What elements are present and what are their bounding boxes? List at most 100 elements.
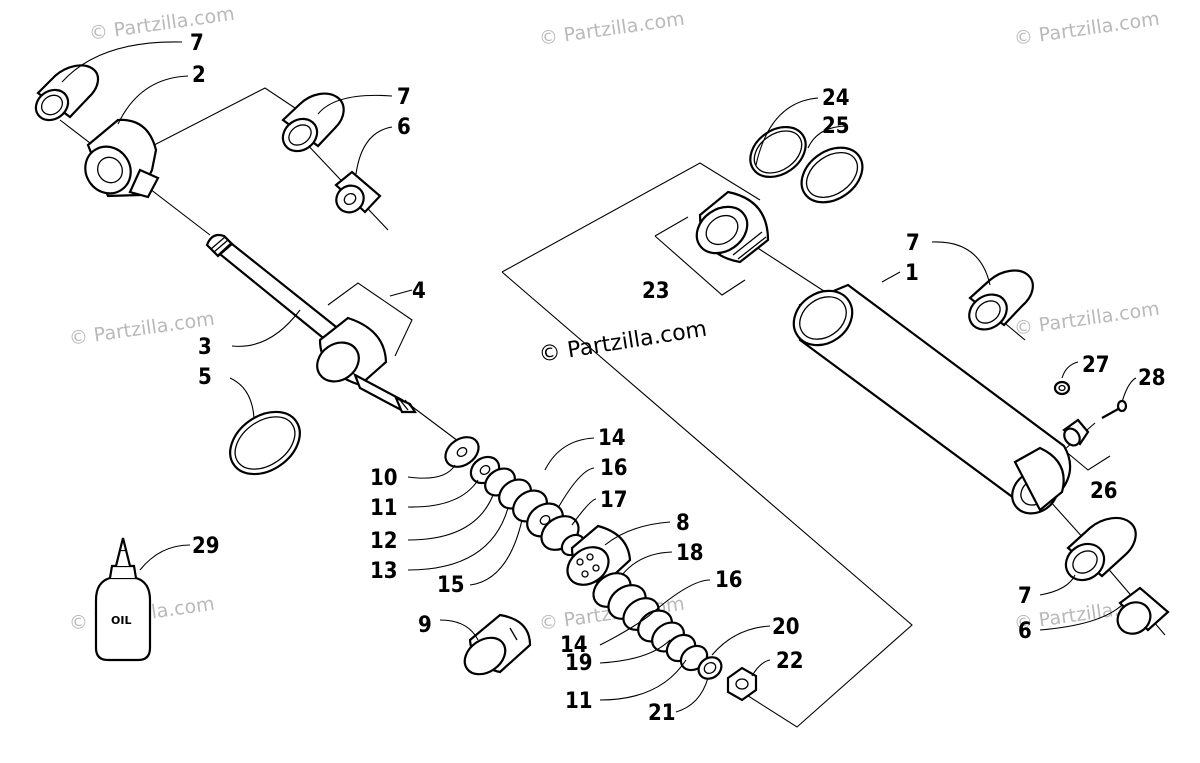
leader-24 bbox=[755, 97, 819, 166]
leader-10 bbox=[407, 464, 456, 479]
sleeve-6-bottom bbox=[1116, 586, 1170, 635]
leader-7d bbox=[1039, 574, 1076, 596]
leader-28 bbox=[1121, 377, 1137, 403]
callout-23: 23 bbox=[642, 279, 670, 304]
eyelet-2 bbox=[84, 118, 160, 199]
callout-7: 7 bbox=[190, 31, 204, 56]
watermark: © Partzilla.com bbox=[68, 308, 216, 350]
leader-22 bbox=[751, 659, 771, 677]
callout-9: 9 bbox=[418, 613, 432, 638]
shaft-guide-4 bbox=[316, 316, 417, 414]
leader-20 bbox=[711, 625, 771, 656]
leader-15 bbox=[469, 519, 523, 586]
bushing-7-body-bottom bbox=[1064, 516, 1137, 582]
callout-24: 24 bbox=[822, 86, 850, 111]
callout-7: 7 bbox=[397, 85, 411, 110]
nut-22 bbox=[726, 666, 758, 702]
leader-1 bbox=[881, 271, 901, 283]
leader-9 bbox=[439, 619, 479, 641]
leader-19 bbox=[599, 639, 671, 664]
callout-28: 28 bbox=[1138, 366, 1166, 391]
callout-14: 14 bbox=[598, 426, 626, 451]
callout-3: 3 bbox=[198, 335, 212, 360]
callout-25: 25 bbox=[822, 114, 850, 139]
leader-7c bbox=[931, 241, 991, 286]
bracket-body-bottom bbox=[501, 271, 913, 728]
leader-5 bbox=[229, 377, 255, 419]
bushing-7-top-left bbox=[34, 64, 100, 122]
callout-11: 11 bbox=[565, 689, 593, 714]
callout-4: 4 bbox=[412, 279, 426, 304]
leader-17 bbox=[571, 498, 597, 526]
leader-11a bbox=[407, 479, 479, 508]
callout-12: 12 bbox=[370, 529, 398, 554]
leader-27 bbox=[1061, 361, 1079, 379]
leader-13 bbox=[407, 507, 509, 571]
bracket-26b bbox=[1063, 449, 1111, 471]
callout-16: 16 bbox=[600, 456, 628, 481]
watermark: © Partzilla.com bbox=[1013, 8, 1161, 50]
callout-22: 22 bbox=[776, 649, 804, 674]
callout-7: 7 bbox=[906, 231, 920, 256]
callout-17: 17 bbox=[600, 488, 628, 513]
leader-11b bbox=[599, 659, 687, 701]
callout-14: 14 bbox=[560, 633, 588, 658]
leader-7a bbox=[61, 41, 183, 83]
o-ring-5 bbox=[229, 410, 301, 476]
bracket-23a bbox=[654, 216, 689, 237]
callout-6: 6 bbox=[397, 115, 411, 140]
callout-16: 16 bbox=[715, 568, 743, 593]
valve-stack bbox=[444, 436, 723, 680]
oil-bottle-label: OIL bbox=[111, 614, 131, 627]
callout-26: 26 bbox=[1090, 479, 1118, 504]
band-9 bbox=[463, 613, 532, 676]
screw-28 bbox=[1101, 399, 1128, 419]
callout-27: 27 bbox=[1082, 353, 1110, 378]
leader-6b bbox=[1039, 604, 1123, 631]
ring-25 bbox=[800, 146, 864, 204]
leader-29 bbox=[139, 544, 191, 571]
callout-2: 2 bbox=[192, 63, 206, 88]
leader-14a bbox=[544, 437, 595, 471]
callout-15: 15 bbox=[437, 573, 465, 598]
seal-head-23 bbox=[695, 190, 770, 264]
oil-bottle-29 bbox=[94, 537, 152, 662]
callout-13: 13 bbox=[370, 559, 398, 584]
callout-20: 20 bbox=[772, 615, 800, 640]
leader-2 bbox=[117, 75, 189, 125]
callout-6: 6 bbox=[1018, 619, 1032, 644]
watermark: © Partzilla.com bbox=[538, 8, 686, 50]
leader-4 bbox=[389, 289, 413, 297]
leader-25 bbox=[807, 125, 849, 149]
valve-26 bbox=[1062, 418, 1090, 447]
leader-7b bbox=[317, 94, 393, 115]
watermark: © Partzilla.com bbox=[1013, 298, 1161, 340]
leader-14b bbox=[599, 614, 651, 646]
callout-29: 29 bbox=[192, 534, 220, 559]
bracket-4 bbox=[327, 282, 413, 357]
callout-5: 5 bbox=[198, 365, 212, 390]
callout-1: 1 bbox=[905, 261, 919, 286]
bracket-23b bbox=[654, 235, 746, 296]
leader-16a bbox=[557, 467, 595, 509]
leader-18 bbox=[621, 551, 673, 576]
callout-11: 11 bbox=[370, 496, 398, 521]
leader-21 bbox=[675, 677, 709, 713]
callout-18: 18 bbox=[676, 541, 704, 566]
bracket-body-top bbox=[501, 162, 761, 273]
callout-21: 21 bbox=[648, 701, 676, 726]
watermark: © Partzilla.com bbox=[88, 3, 236, 45]
leader-16b bbox=[649, 579, 711, 616]
o-ring-27 bbox=[1053, 380, 1071, 396]
callout-8: 8 bbox=[676, 511, 690, 536]
leader-8 bbox=[604, 521, 671, 546]
leader-6a bbox=[355, 126, 393, 175]
bushing-7-body-top bbox=[968, 269, 1034, 331]
leader-12 bbox=[407, 494, 494, 541]
callout-19: 19 bbox=[565, 651, 593, 676]
leader-3 bbox=[231, 309, 301, 347]
bushing-7-top-right bbox=[281, 92, 345, 153]
callout-10: 10 bbox=[370, 466, 398, 491]
